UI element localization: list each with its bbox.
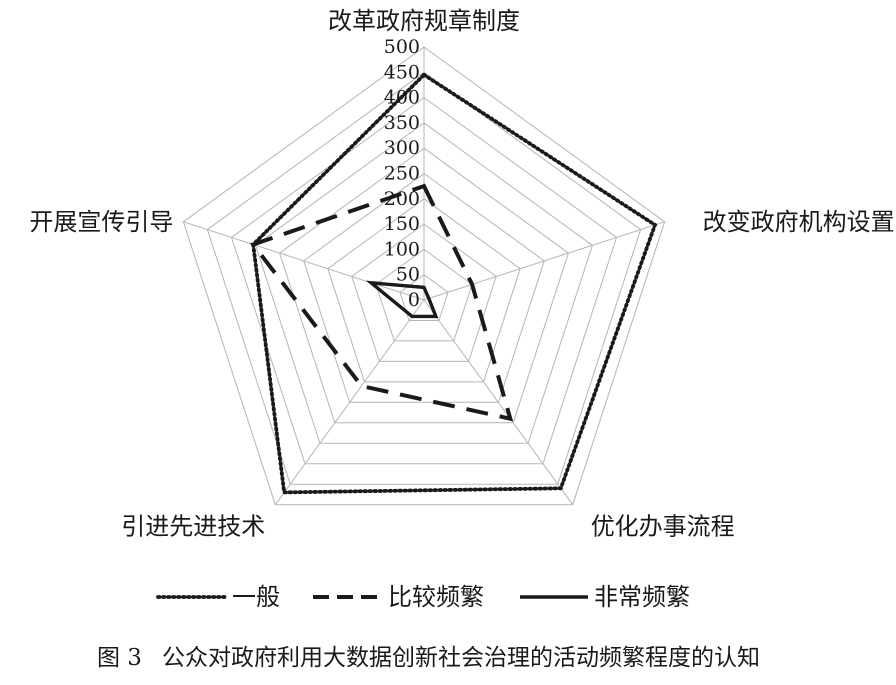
legend-label-series-1: 比较频繁 xyxy=(388,583,484,611)
axis-label-4: 开展宣传引导 xyxy=(29,208,173,236)
series-polygon-0 xyxy=(251,72,658,495)
legend-label-series-0: 一般 xyxy=(232,583,280,611)
tick-label-0: 0 xyxy=(408,289,420,311)
radar-tick-labels: 0 50 100 150 200 250 300 350 400 450 500 xyxy=(384,36,420,311)
grid-ring-1 xyxy=(399,274,449,321)
legend-item-series-2: 非常频繁 xyxy=(520,583,690,611)
axis-label-0: 改革政府规章制度 xyxy=(328,7,520,35)
tick-label-9: 450 xyxy=(384,61,420,83)
grid-ring-3 xyxy=(351,223,497,362)
tick-label-6: 300 xyxy=(384,137,420,159)
grid-ring-7 xyxy=(255,122,593,444)
axis-spoke-2 xyxy=(423,299,574,505)
axis-spoke-1 xyxy=(423,221,665,301)
legend-item-series-1: 比较频繁 xyxy=(313,583,484,611)
tick-label-4: 200 xyxy=(384,188,420,210)
legend: 一般 比较频繁 非常频繁 xyxy=(156,583,690,611)
figure-caption: 图 3 公众对政府利用大数据创新社会治理的活动频繁程度的认知 xyxy=(97,645,760,671)
series-polygon-1 xyxy=(249,183,514,422)
grid-ring-5 xyxy=(303,172,545,403)
tick-label-3: 150 xyxy=(384,213,420,235)
tick-label-7: 350 xyxy=(384,112,420,134)
grid-ring-2 xyxy=(375,248,473,342)
axis-label-2: 优化办事流程 xyxy=(591,513,735,541)
grid-ring-6 xyxy=(279,147,569,424)
axis-label-3: 引进先进技术 xyxy=(121,513,265,541)
caption-figure-number: 图 3 xyxy=(97,645,142,671)
series-polygon-2 xyxy=(365,280,439,319)
grid-ring-4 xyxy=(327,198,521,383)
tick-label-1: 50 xyxy=(396,264,420,286)
axis-spoke-4 xyxy=(183,221,425,301)
caption-text: 公众对政府利用大数据创新社会治理的活动频繁程度的认知 xyxy=(162,645,760,671)
grid-ring-8 xyxy=(230,96,618,465)
grid-ring-9 xyxy=(206,71,642,485)
radar-grid xyxy=(182,46,666,506)
tick-label-8: 400 xyxy=(384,87,420,109)
tick-label-5: 250 xyxy=(384,163,420,185)
grid-ring-10 xyxy=(182,46,666,506)
axis-label-1: 改变政府机构设置 xyxy=(703,208,895,236)
axis-spoke-3 xyxy=(274,299,425,505)
legend-item-series-0: 一般 xyxy=(156,583,280,611)
legend-label-series-2: 非常频繁 xyxy=(594,583,690,611)
tick-label-10: 500 xyxy=(384,36,420,58)
tick-label-2: 100 xyxy=(384,238,420,260)
radar-series xyxy=(249,72,658,495)
